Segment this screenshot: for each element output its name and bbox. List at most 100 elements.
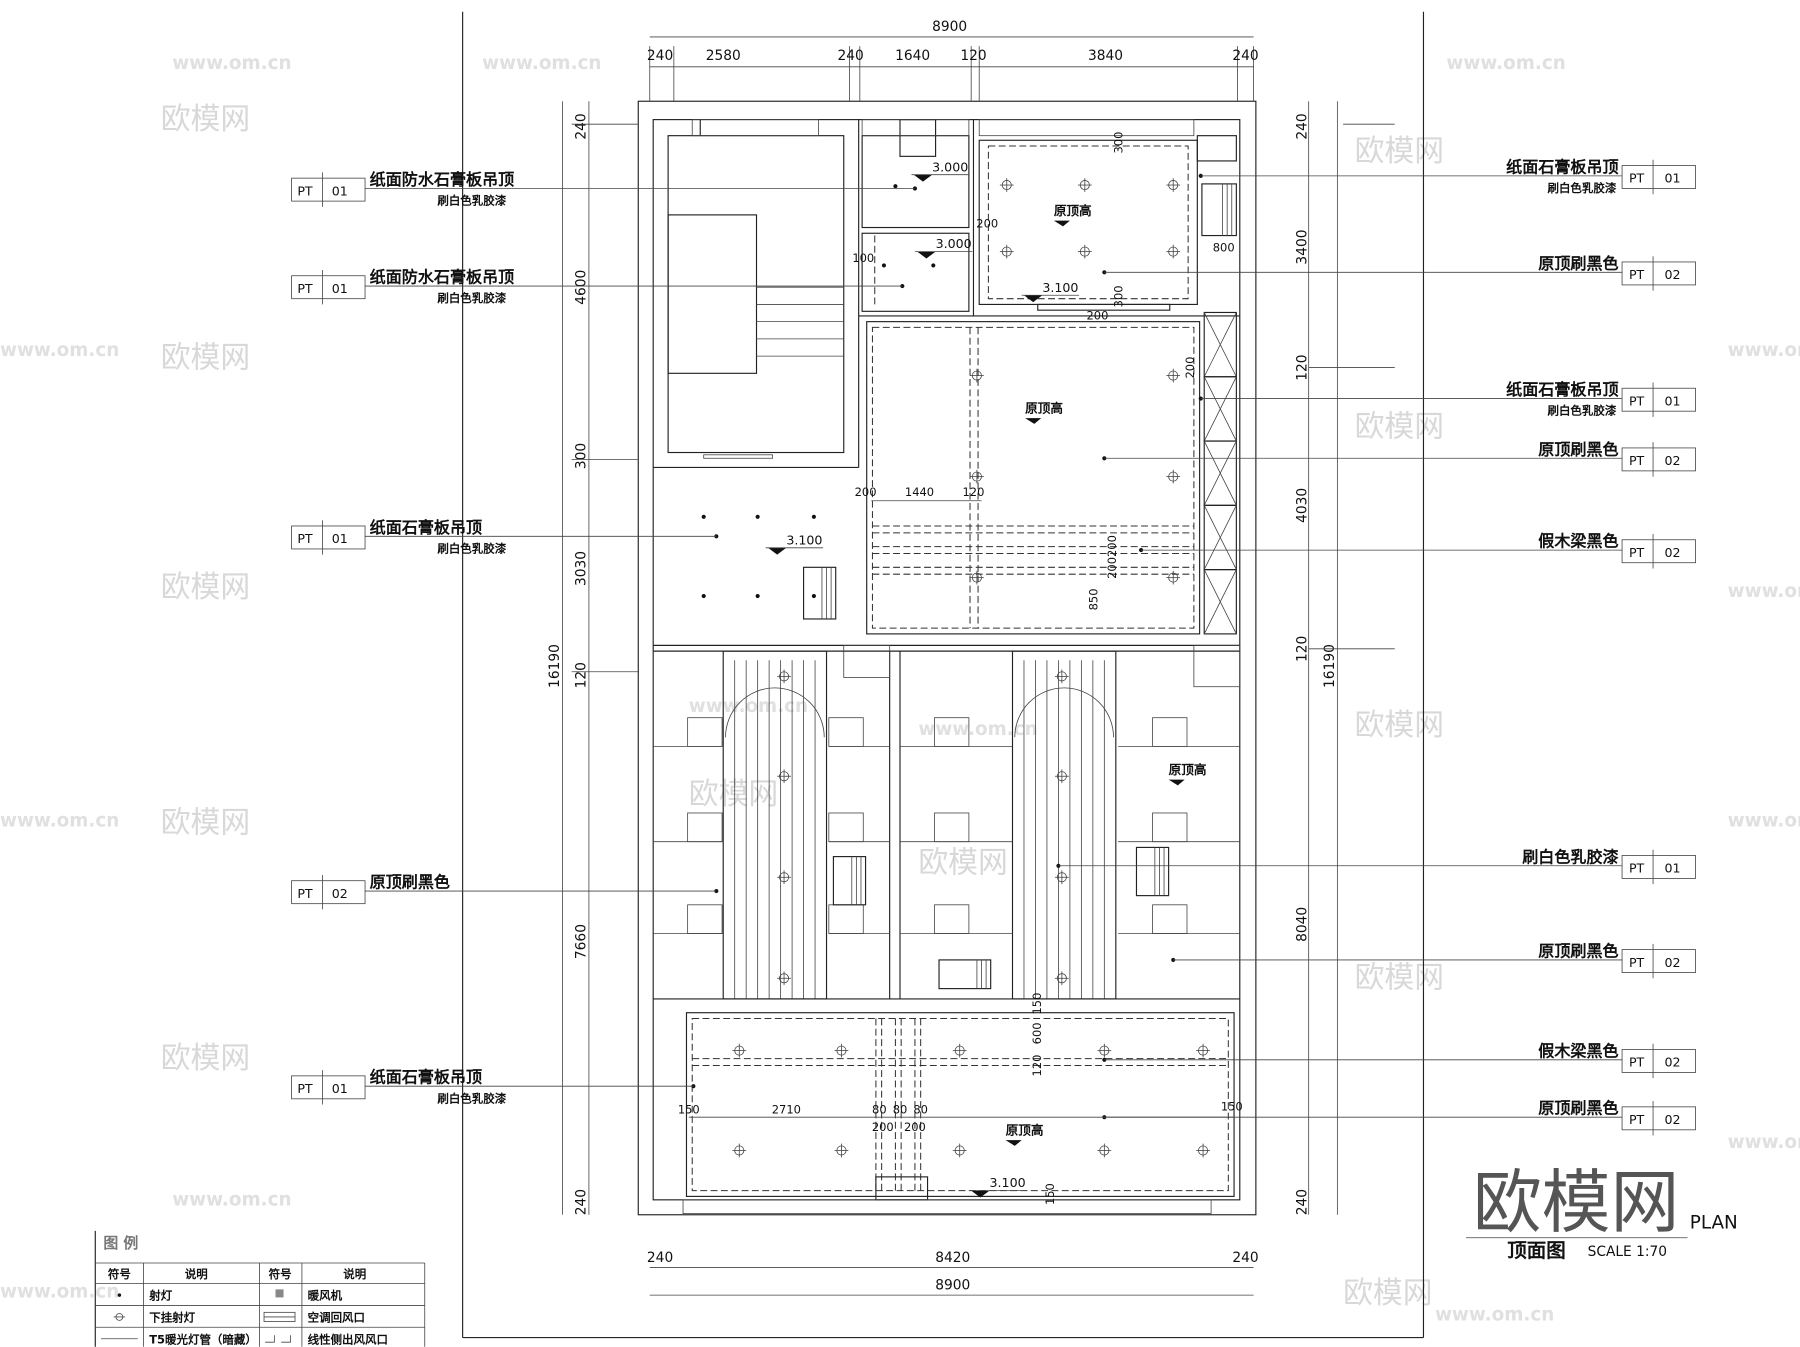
material-number: 02 [1665,545,1681,560]
material-code-box [1621,261,1696,286]
level-mark: 3.100 [786,532,822,547]
dimension-text: 200200 [1105,535,1119,579]
watermark-brand: 欧模网 [161,805,250,840]
material-code: PT [297,1081,313,1096]
heater-fan-icon [275,1289,284,1298]
material-code-box [291,1075,366,1100]
watermark-brand: 欧模网 [161,341,250,376]
legend-desc: 暖风机 [308,1289,343,1303]
material-number: 01 [1665,393,1681,408]
material-code: PT [1629,861,1645,876]
material-code: PT [297,281,313,296]
material-code-box [291,525,366,550]
material-name: 原顶刷黑色 [1538,254,1618,273]
material-name: 假木梁黑色 [1538,532,1618,551]
watermark-brand: 欧模网 [161,102,250,137]
dimension-text: 16190 [1322,644,1338,688]
material-finish: 刷白色乳胶漆 [1548,181,1617,195]
room-note: 原顶高 [1006,1122,1044,1137]
material-name: 纸面防水石膏板吊顶 [370,170,515,189]
material-code-box [1621,387,1696,412]
spotlight-icon [893,184,898,189]
title-en: PLAN [1690,1213,1738,1234]
material-finish: 刷白色乳胶漆 [437,194,506,208]
material-code: PT [297,886,313,901]
dimension-text: 4030 [1294,488,1310,523]
spotlight-icon [811,593,816,599]
heater-fan-icon [938,959,992,990]
dimension-text: 200 [1087,308,1109,322]
dimension-text: 4600 [573,270,589,305]
material-code: PT [1629,1055,1645,1070]
legend-desc: 空调回风口 [308,1311,365,1325]
material-code-box [1621,539,1696,564]
dimension-text: 300 [573,443,589,469]
legend-title: 图 例 [103,1234,138,1252]
spotlight-icon [755,593,760,599]
heater-fan-icon [1201,183,1237,237]
dimension-text: 200 [976,217,998,231]
material-code: PT [1629,453,1645,468]
spotlight-icon [1102,270,1107,275]
heater-fan-icon [802,566,837,620]
watermark-url: www.om.cn [1728,1132,1800,1153]
material-name: 原顶刷黑色 [1538,440,1618,459]
dimension-text: 200 [855,485,877,499]
dimension-text: 120 [1030,1055,1044,1077]
legend-desc: T5暖光灯管（暗藏） [149,1332,257,1346]
dimension-text: 240 [573,1189,589,1215]
dimension-text: 3400 [1294,230,1310,265]
dimension-text: 120 [963,485,985,499]
material-name: 纸面石膏板吊顶 [1506,157,1618,176]
material-number: 01 [332,531,348,546]
dimension-text: 600 [1030,1022,1044,1044]
dimension-text: 300 [1112,285,1126,307]
material-code: PT [297,183,313,198]
watermark-url: www.om.cn [0,1281,119,1302]
dimension-text: 1440 [905,485,934,499]
fake-wood-beam-column [1203,311,1237,635]
dimension-text: 200 [904,1120,926,1134]
watermark-url: www.om.cn [172,1190,291,1211]
material-number: 01 [332,281,348,296]
dimension-text: 100 [852,251,874,265]
dimension-text: 200 [872,1120,894,1134]
dimension-text: 850 [1086,589,1100,611]
dimension-text: 16190 [547,644,563,688]
material-number: 01 [332,183,348,198]
material-code-box [1621,165,1696,189]
linear-side-vent-icon [265,1335,291,1343]
legend-header: 符号 [108,1267,131,1281]
level-mark: 3.100 [1042,280,1078,295]
material-code: PT [1629,393,1645,408]
dimension-text: 240 [1294,113,1310,139]
floor-plan-walls [637,100,1257,1216]
heater-fan-icon [832,856,867,906]
dimension-text: 120 [573,662,589,688]
legend-desc: 射灯 [148,1289,172,1303]
watermark-brand: 欧模网 [918,846,1007,881]
material-code-box [291,880,366,905]
material-code-box [1621,1106,1696,1131]
spotlight-icon [1102,456,1107,461]
material-code-box [291,275,366,300]
level-mark: 3.100 [990,1175,1026,1190]
dimension-text: 120 [1294,636,1310,662]
dimension-text: 150 [1221,1099,1243,1113]
room-note: 原顶高 [1169,762,1207,777]
spotlight-dot-icon [117,1293,122,1297]
dimension-text: 240 [647,48,673,64]
spotlight-icon [811,514,816,519]
logo-watermark: 欧模网 [1473,1163,1680,1243]
sheet-frame [462,11,1425,1339]
